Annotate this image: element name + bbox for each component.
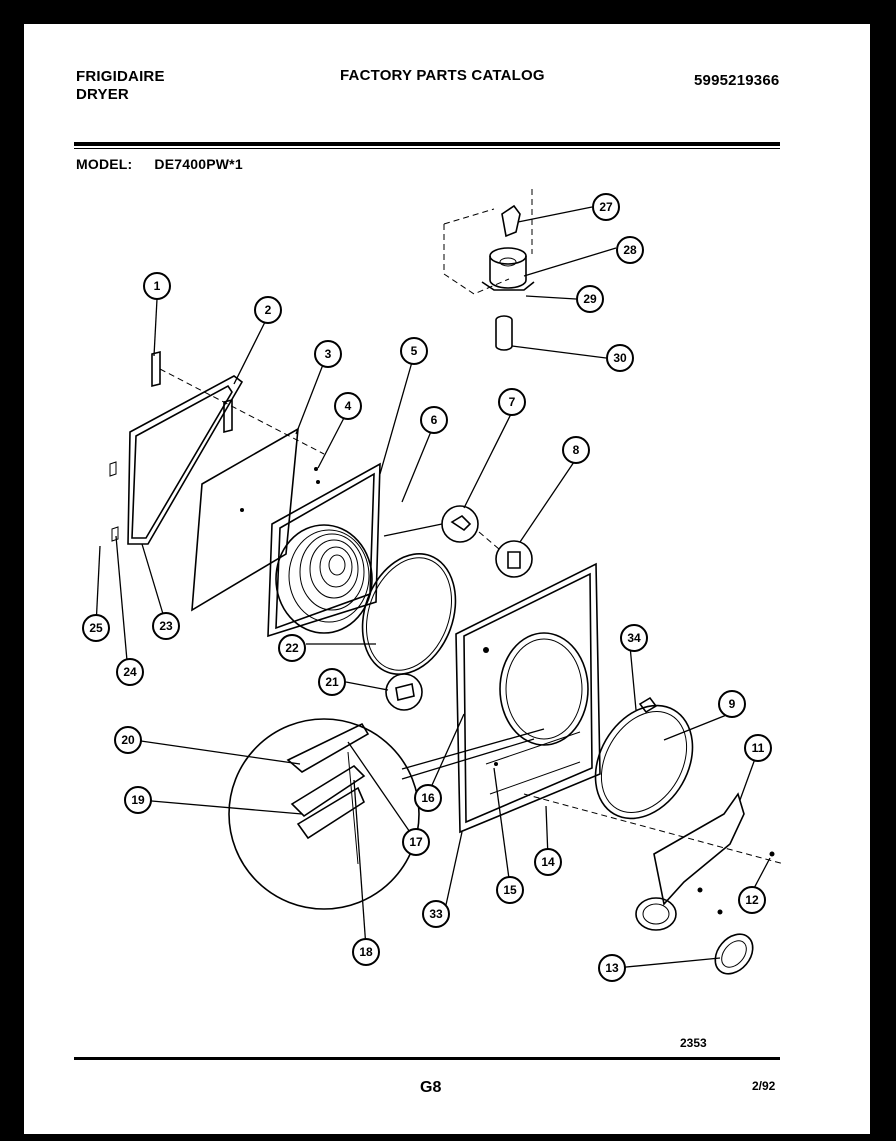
detail-view [228, 718, 420, 910]
callout-2: 2 [254, 296, 282, 324]
header-rule-thin [74, 148, 780, 149]
svg-text:20: 20 [121, 733, 135, 747]
lint-ring [523, 696, 785, 865]
svg-text:15: 15 [503, 883, 517, 897]
svg-text:28: 28 [623, 243, 637, 257]
callout-18: 18 [352, 938, 380, 966]
callout-12: 12 [738, 886, 766, 914]
lint-duct [635, 792, 775, 975]
svg-text:7: 7 [509, 395, 516, 409]
svg-text:11: 11 [752, 741, 765, 755]
model-value: DE7400PW*1 [154, 156, 243, 172]
callout-22: 22 [278, 634, 306, 662]
callout-25: 25 [82, 614, 110, 642]
exploded-parts-diagram: 1 2 3 4 5 6 7 8 9 11 12 13 14 15 16 17 1… [82, 189, 785, 982]
callout-14: 14 [534, 848, 562, 876]
model-label: MODEL: [76, 156, 133, 172]
callout-17: 17 [402, 828, 430, 856]
callout-20: 20 [114, 726, 142, 754]
callout-16: 16 [414, 784, 442, 812]
svg-text:4: 4 [345, 399, 352, 413]
callout-24: 24 [116, 658, 144, 686]
callout-3: 3 [314, 340, 342, 368]
callout-7: 7 [498, 388, 526, 416]
catalog-title: FACTORY PARTS CATALOG [340, 67, 545, 84]
callout-21: 21 [318, 668, 346, 696]
svg-text:17: 17 [409, 835, 423, 849]
svg-text:21: 21 [325, 675, 339, 689]
svg-text:5: 5 [411, 344, 418, 358]
callout-30: 30 [606, 344, 634, 372]
svg-text:13: 13 [605, 961, 619, 975]
svg-text:18: 18 [359, 945, 373, 959]
brand-block: FRIGIDAIRE DRYER [76, 68, 165, 104]
svg-text:2: 2 [265, 303, 272, 317]
parts-catalog-page: FRIGIDAIRE DRYER FACTORY PARTS CATALOG 5… [24, 24, 870, 1134]
svg-text:8: 8 [573, 443, 580, 457]
callout-6: 6 [420, 406, 448, 434]
callout-15: 15 [496, 876, 524, 904]
callout-5: 5 [400, 337, 428, 365]
svg-text:25: 25 [89, 621, 103, 635]
latch-parts [383, 505, 533, 711]
svg-text:9: 9 [729, 697, 736, 711]
front-panel [401, 562, 601, 834]
svg-text:24: 24 [123, 665, 137, 679]
callout-28: 28 [616, 236, 644, 264]
header-rule [74, 142, 780, 146]
drawing-number: 2353 [680, 1036, 707, 1050]
svg-text:34: 34 [627, 631, 641, 645]
leader-lines [95, 206, 771, 969]
callout-1: 1 [143, 272, 171, 300]
svg-text:3: 3 [325, 347, 332, 361]
callout-23: 23 [152, 612, 180, 640]
callout-19: 19 [124, 786, 152, 814]
svg-text:16: 16 [421, 791, 435, 805]
svg-text:23: 23 [159, 619, 173, 633]
callout-34: 34 [620, 624, 648, 652]
page-id: G8 [420, 1079, 442, 1096]
svg-text:33: 33 [429, 907, 443, 921]
callout-11: 11 [744, 734, 772, 762]
callout-33: 33 [422, 900, 450, 928]
door-assembly [109, 350, 457, 675]
door-switch-assembly [443, 189, 535, 351]
model-row: MODEL: DE7400PW*1 [76, 156, 265, 172]
callout-9: 9 [718, 690, 746, 718]
revision-date: 2/92 [752, 1079, 776, 1093]
callout-27: 27 [592, 193, 620, 221]
svg-text:19: 19 [131, 793, 145, 807]
catalog-number: 5995219366 [694, 72, 780, 89]
svg-text:22: 22 [285, 641, 299, 655]
svg-text:1: 1 [154, 279, 161, 293]
product-name: DRYER [76, 86, 129, 103]
svg-text:30: 30 [613, 351, 627, 365]
callout-29: 29 [576, 285, 604, 313]
svg-text:6: 6 [431, 413, 438, 427]
callout-8: 8 [562, 436, 590, 464]
svg-text:29: 29 [583, 292, 597, 306]
svg-text:12: 12 [745, 893, 759, 907]
callout-4: 4 [334, 392, 362, 420]
callout-13: 13 [598, 954, 626, 982]
footer-rule [74, 1057, 780, 1060]
brand-name: FRIGIDAIRE [76, 68, 165, 85]
svg-text:14: 14 [541, 855, 555, 869]
svg-text:27: 27 [599, 200, 613, 214]
